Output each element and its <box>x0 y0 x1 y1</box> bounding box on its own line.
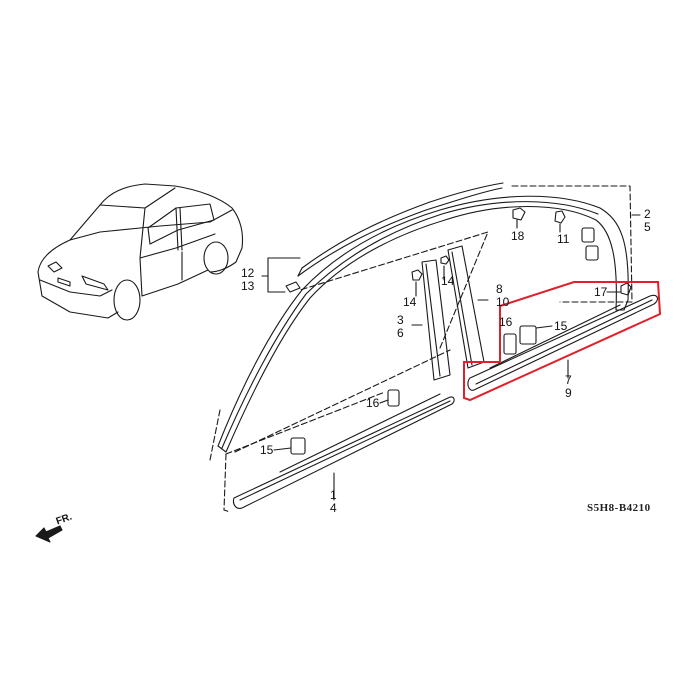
callout-14a: 14 <box>403 295 417 309</box>
rear-door-molding <box>467 294 659 391</box>
callout-15a: 15 <box>554 319 568 333</box>
callout-12-13: 12 13 <box>241 266 255 293</box>
callout-1-4: 1 4 <box>330 488 337 515</box>
callout-3-6: 3 6 <box>397 313 404 340</box>
callout-8-10: 8 10 <box>496 282 510 309</box>
callout-17: 17 <box>594 285 608 299</box>
callout-7-9: 7 9 <box>565 373 572 400</box>
callout-2-5: 2 5 <box>644 207 651 234</box>
callout-11: 11 <box>557 232 570 246</box>
callout-16b: 16 <box>366 396 380 410</box>
diagram-code: S5H8-B4210 <box>587 502 651 514</box>
callout-18: 18 <box>511 229 525 243</box>
roof-molding <box>297 182 504 277</box>
callout-14b: 14 <box>441 274 455 288</box>
callout-15b: 15 <box>260 443 274 457</box>
callout-16a: 16 <box>499 315 513 329</box>
car-illustration <box>37 183 244 321</box>
highlight-box <box>463 281 662 402</box>
front-door-molding <box>232 393 455 509</box>
